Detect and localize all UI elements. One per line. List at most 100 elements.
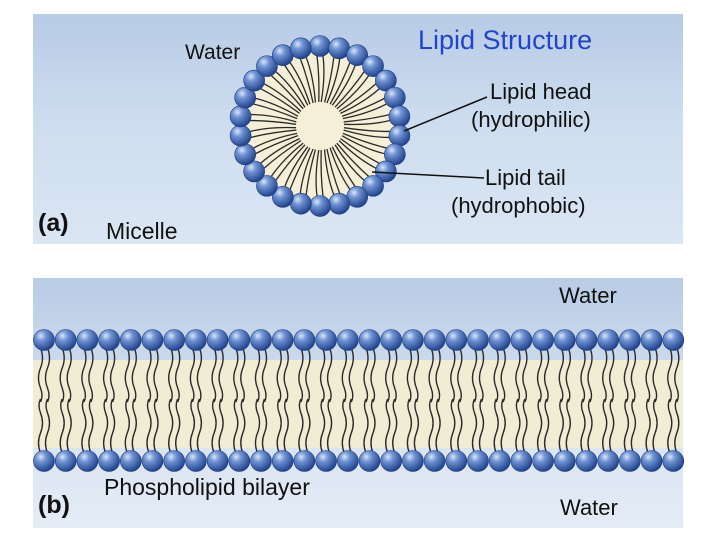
lipid-tail <box>211 347 217 403</box>
lipid-head <box>120 329 142 351</box>
lipid-tail <box>630 398 637 454</box>
lipid-tail <box>580 398 586 454</box>
lipid-tail <box>342 132 387 149</box>
micelle <box>229 35 411 217</box>
lipid-head <box>229 124 252 147</box>
lipid-tail <box>343 129 390 139</box>
lipid-tail <box>565 398 571 454</box>
lipid-head <box>234 86 256 109</box>
lipid-tail <box>102 398 109 454</box>
lipid-head <box>532 450 554 472</box>
lipid-tail <box>515 398 521 454</box>
lipid-tail <box>81 347 87 403</box>
lipid-head <box>597 450 620 472</box>
lipid-tail <box>88 398 94 454</box>
lipid-tail <box>340 88 380 114</box>
lipid-tail <box>284 65 309 106</box>
lipid-tail <box>37 398 44 454</box>
lipid-tail <box>218 347 224 403</box>
lipid-tail <box>189 398 196 454</box>
lipid-tail <box>102 347 109 403</box>
lipid-tail <box>652 398 658 454</box>
lipid-tail <box>305 398 311 454</box>
lipid-head <box>256 175 278 197</box>
lipid-head <box>346 44 368 66</box>
lipid-head <box>488 329 511 351</box>
lipid-tail <box>413 347 420 403</box>
lipid-tail <box>254 398 261 454</box>
lipid-tail <box>59 398 65 454</box>
lipid-head <box>33 329 55 351</box>
lipid-head <box>336 329 359 351</box>
lipid-tail <box>196 347 203 403</box>
lipid-tail <box>500 398 506 454</box>
diagram-title: Lipid Structure <box>418 25 593 55</box>
lipid-tail <box>250 119 297 125</box>
lipid-tail <box>319 347 326 403</box>
lipid-tail <box>88 347 94 403</box>
lipid-tail <box>153 398 159 454</box>
lipid-tail <box>500 347 506 403</box>
lipid-tail <box>305 57 317 103</box>
lipid-tail <box>392 398 398 454</box>
lipid-tail <box>450 347 456 403</box>
lipid-tail <box>471 398 478 454</box>
lipid-tail <box>343 113 390 123</box>
phospholipid-bilayer <box>33 329 685 472</box>
lipid-tail <box>674 398 680 454</box>
lipid-tail <box>250 113 297 123</box>
lipid-tail <box>270 142 304 177</box>
lipid-tail <box>153 347 159 403</box>
lipid-tail <box>81 398 87 454</box>
bilayer-core <box>33 360 683 448</box>
lipid-tail <box>522 398 528 454</box>
lipid-head <box>488 450 511 472</box>
lipid-tail <box>168 398 174 454</box>
lipid-tail <box>131 398 137 454</box>
lipid-tail <box>609 398 615 454</box>
water-label-bottom: Water <box>560 495 618 520</box>
lipid-head <box>206 329 229 351</box>
lipid-tail <box>435 398 441 454</box>
lipid-tail <box>580 347 586 403</box>
lipid-tail <box>255 97 299 117</box>
lipid-tail <box>457 347 463 403</box>
lipid-tail <box>326 398 333 454</box>
lipid-tail <box>131 347 137 403</box>
lipid-tail <box>341 135 385 155</box>
lipid-tail <box>211 398 217 454</box>
lipid-head <box>619 329 641 351</box>
lipid-head <box>640 329 663 351</box>
lipid-tail <box>284 146 309 187</box>
lipid-tail <box>146 398 152 454</box>
lipid-tail <box>406 347 413 403</box>
lipid-head <box>384 86 406 109</box>
lipid-tail <box>370 398 376 454</box>
lipid-head <box>575 450 598 472</box>
lipid-tail-label: Lipid tail <box>485 165 566 190</box>
lipid-tail <box>645 398 651 454</box>
lipid-tail <box>66 347 72 403</box>
lipid-head <box>185 450 207 472</box>
lipid-head <box>510 329 533 351</box>
lipid-tail <box>478 398 485 454</box>
lipid-tail <box>305 347 311 403</box>
lipid-tail <box>623 347 630 403</box>
lipid-tail <box>276 347 282 403</box>
lipid-tail <box>196 398 203 454</box>
lipid-head <box>243 160 265 183</box>
head-pointer-line <box>403 96 488 132</box>
lipid-tail <box>630 347 637 403</box>
lipid-tail <box>323 57 335 103</box>
lipid-tail <box>348 347 354 403</box>
lipid-head <box>445 450 468 472</box>
lipid-tail <box>478 347 485 403</box>
lipid-head <box>33 450 55 472</box>
lipid-tail <box>342 103 387 120</box>
lipid-tail <box>450 398 456 454</box>
lipid-head <box>597 329 620 351</box>
micelle-core <box>246 52 394 200</box>
lipid-tail <box>323 149 335 195</box>
lipid-tail <box>233 398 239 454</box>
lipid-head <box>290 37 312 60</box>
